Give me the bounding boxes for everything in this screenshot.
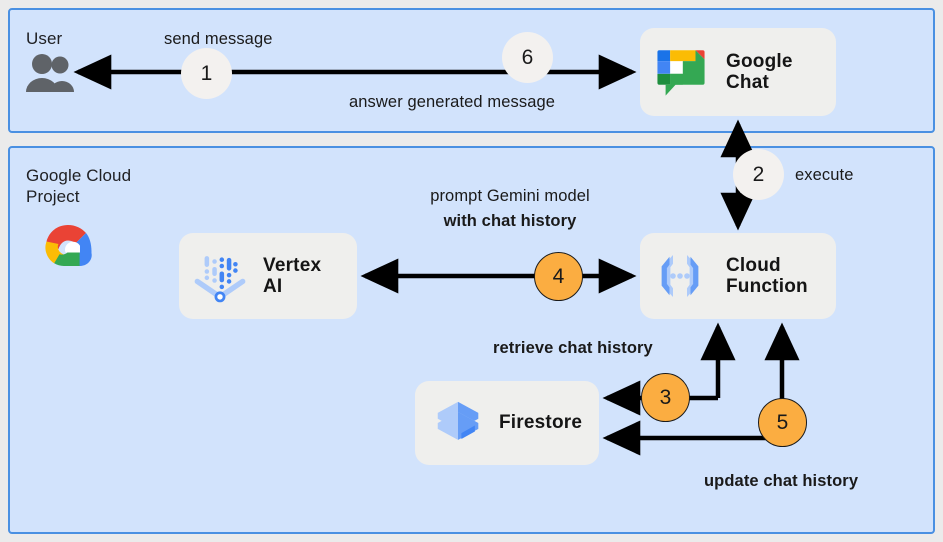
edge-label-retrieve-chat-history: retrieve chat history bbox=[493, 339, 653, 357]
step-badge-4[interactable]: 4 bbox=[534, 252, 583, 301]
cloud-function-icon bbox=[652, 248, 708, 304]
edge-label-update-chat-history: update chat history bbox=[704, 472, 859, 490]
node-google-chat[interactable]: Google Chat bbox=[640, 28, 836, 116]
node-label: Firestore bbox=[499, 412, 583, 434]
panel-gcp-title: Google Cloud Project bbox=[26, 166, 132, 207]
node-cloud-function[interactable]: Cloud Function bbox=[640, 233, 836, 319]
edge-label-answer-generated-message: answer generated message bbox=[349, 93, 556, 111]
edge-label-send-message: send message bbox=[164, 30, 273, 48]
node-label: Vertex AI bbox=[263, 254, 322, 297]
people-icon bbox=[24, 52, 76, 94]
step-badge-2[interactable]: 2 bbox=[733, 149, 784, 200]
google-cloud-icon bbox=[36, 222, 100, 276]
node-label: Cloud Function bbox=[726, 254, 808, 297]
node-firestore[interactable]: Firestore bbox=[415, 381, 599, 465]
vertex-ai-icon bbox=[191, 247, 249, 305]
step-badge-3[interactable]: 3 bbox=[641, 373, 690, 422]
step-badge-1[interactable]: 1 bbox=[181, 48, 232, 99]
edge-label-prompt-line2: with chat history bbox=[443, 212, 577, 230]
step-badge-6[interactable]: 6 bbox=[502, 32, 553, 83]
node-vertex-ai[interactable]: Vertex AI bbox=[179, 233, 357, 319]
firestore-icon bbox=[431, 396, 485, 450]
google-chat-icon bbox=[652, 43, 710, 101]
edge-label-execute: execute bbox=[795, 166, 854, 184]
step-badge-5[interactable]: 5 bbox=[758, 398, 807, 447]
edge-label-prompt-line1: prompt Gemini model bbox=[430, 187, 590, 205]
panel-user-title: User bbox=[26, 29, 63, 48]
node-label: Google Chat bbox=[726, 50, 793, 93]
